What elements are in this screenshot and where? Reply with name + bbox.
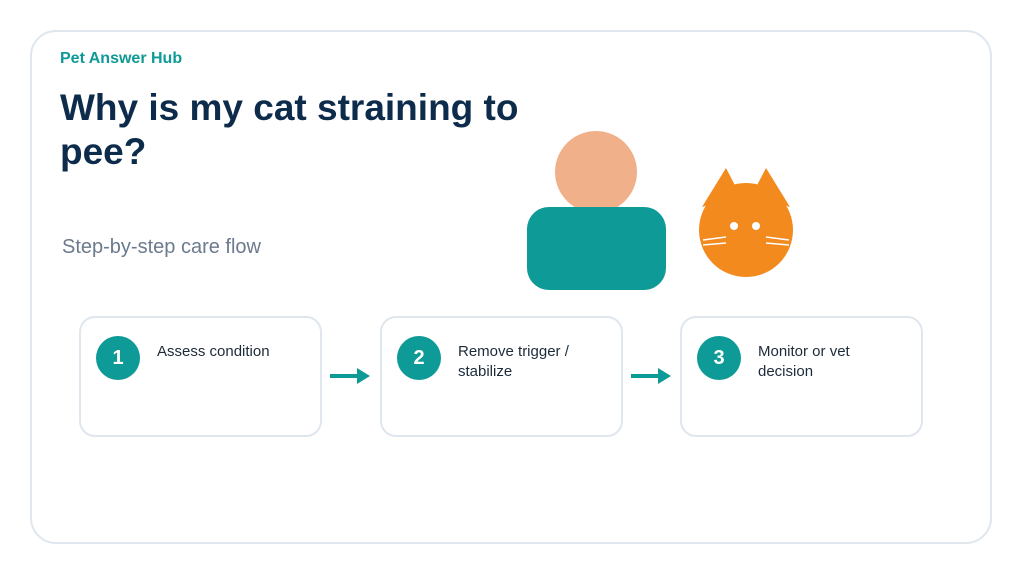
step-number-badge: 2 [397,336,441,380]
step-card-2: 2 Remove trigger / stabilize [380,316,623,437]
step-card-1: 1 Assess condition [79,316,322,437]
arrow-right-icon [631,368,671,384]
step-label: Assess condition [157,343,270,360]
person-icon [527,131,666,290]
step-label: Monitor or vet decision [758,343,850,380]
step-number-badge: 1 [96,336,140,380]
step-label: Remove trigger / stabilize [458,343,569,380]
step-number-badge: 3 [697,336,741,380]
arrow-right-icon [330,368,370,384]
page-subtitle: Step-by-step care flow [62,236,261,258]
brand-label: Pet Answer Hub [60,50,183,67]
illustration [527,131,793,290]
page-title: Why is my cat straining to pee? [60,87,519,172]
step-card-3: 3 Monitor or vet decision [680,316,923,437]
content-card [30,30,992,544]
cat-face-icon [699,168,793,277]
